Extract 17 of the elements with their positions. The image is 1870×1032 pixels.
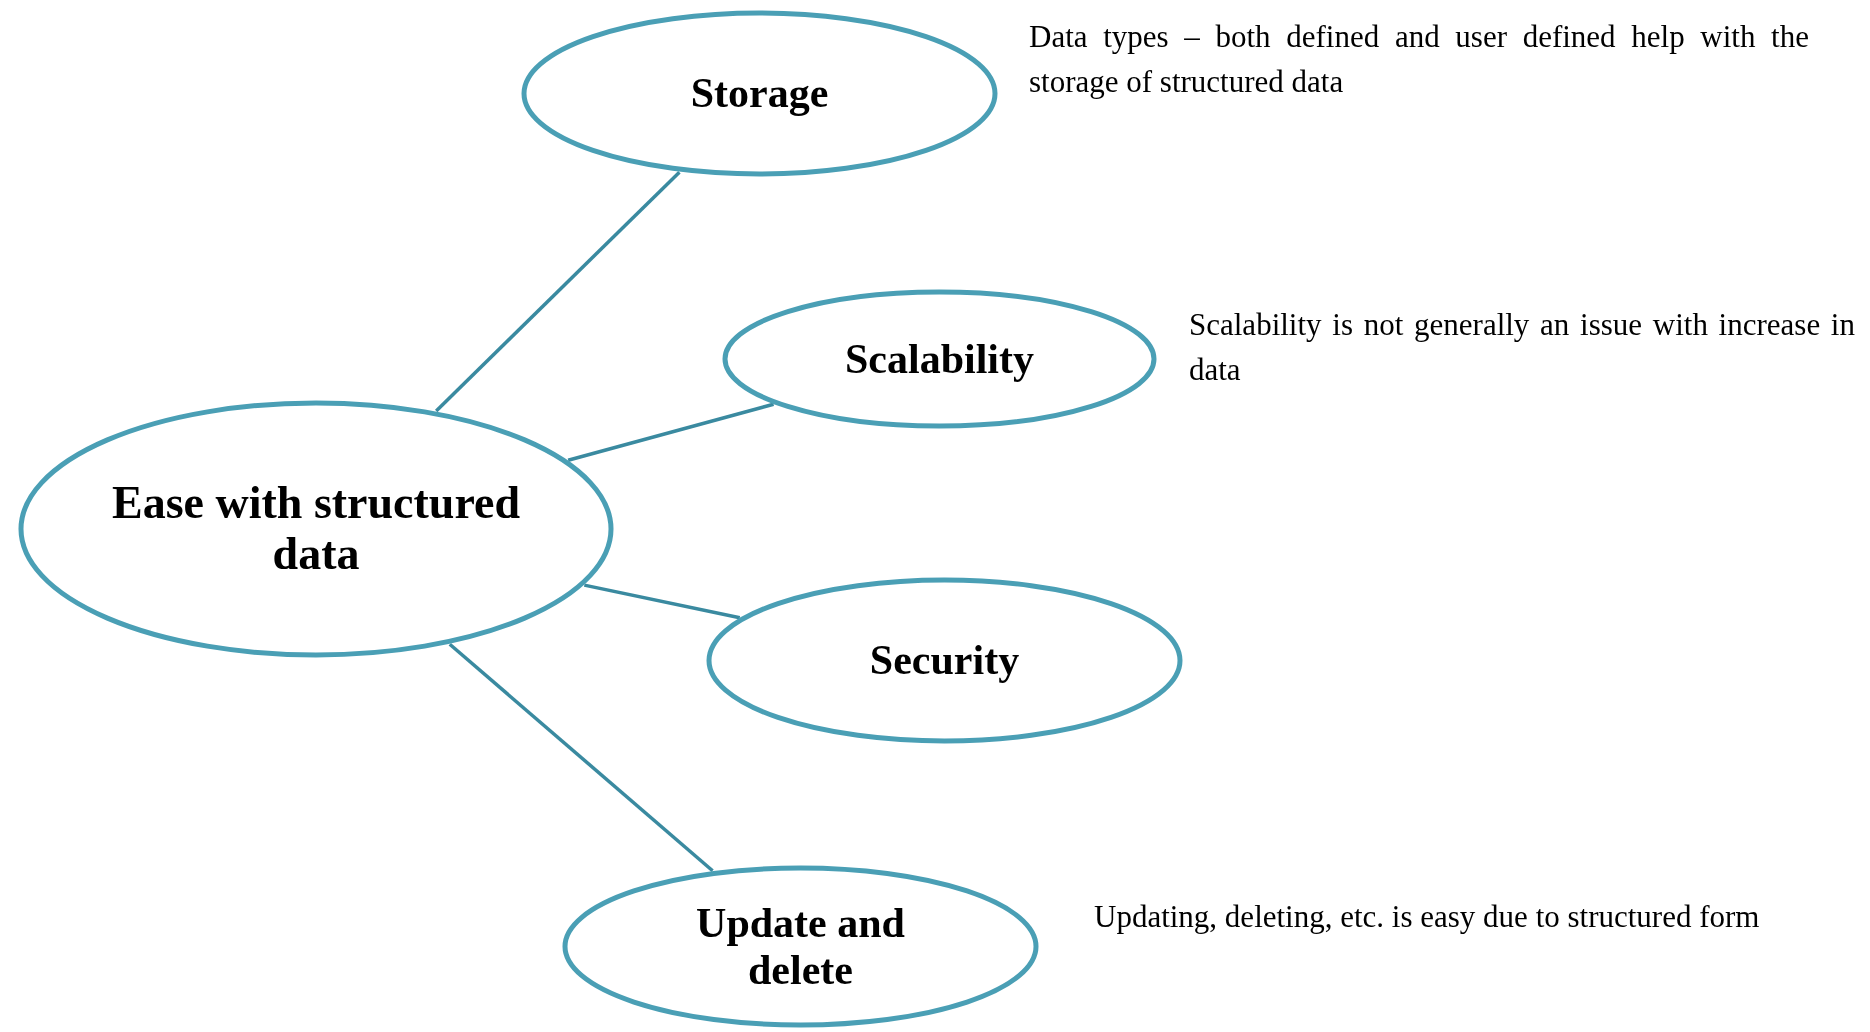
node-label: Storage [689,70,830,117]
ellipse-node [18,400,614,658]
node-label: Security [868,637,1021,684]
connector-line [583,583,741,620]
connector-line [435,170,681,413]
connector-line [448,642,714,873]
connector-line [567,402,774,462]
node-label: Scalability [844,335,1035,383]
description-text: Data types – both defined and user defined help with the storage of structured data [1029,18,1809,101]
ellipse-node [722,289,1157,429]
ellipse-node [562,865,1039,1028]
description-text: Scalability is not generally an issue with increase in data [1189,306,1855,389]
description-text: Updating, deleting, etc. is easy due to structured form [1094,898,1760,936]
ellipse-node [706,577,1183,744]
ellipse-node [521,10,998,177]
node-label: Update and delete [695,900,906,993]
node-label: Ease with structured data [111,478,521,580]
